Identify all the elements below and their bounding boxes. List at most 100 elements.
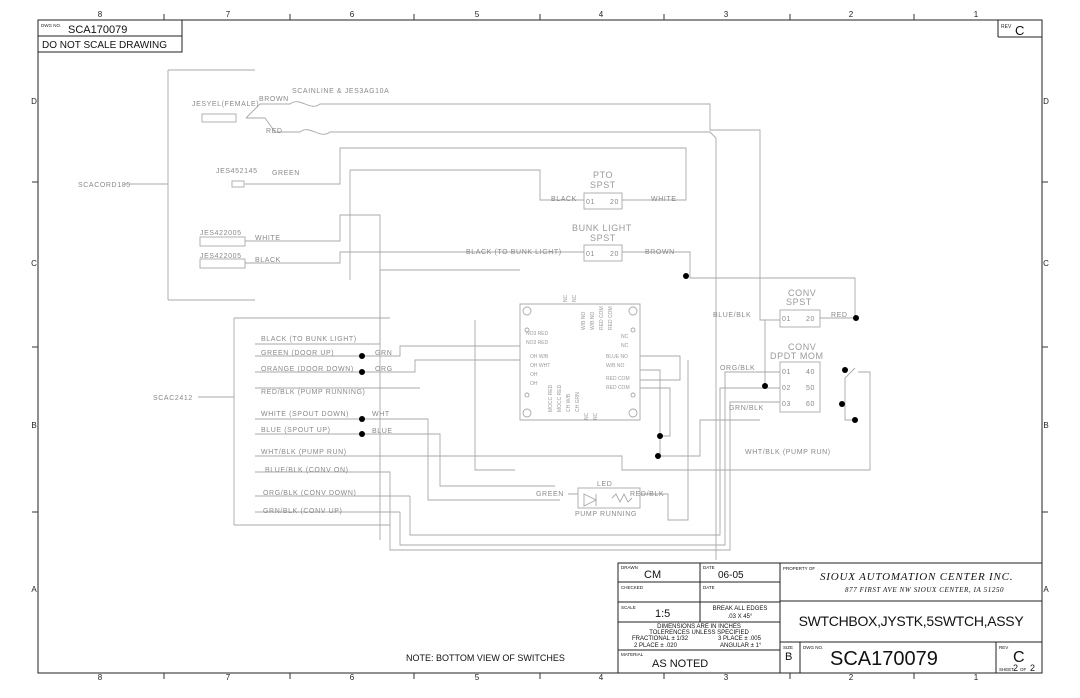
bunk-light-pin-2: 20 [610,251,619,258]
jes422-white-connector [199,236,246,247]
pto-type: SPST [590,180,616,190]
conv-dpdt-pin-40: 40 [806,369,815,376]
size-value: B [785,651,792,663]
col-top-8: 8 [98,10,103,19]
conv-spst-out: RED [831,312,848,319]
board-left-pin: OH [530,372,538,378]
conv-spst-in: BLUE/BLK [713,312,751,319]
rev-caption: REV [999,645,1008,650]
checked-caption: CHECKED [621,585,644,590]
wire-label: WHITE (SPOUT DOWN) [261,411,349,418]
board-top-pin: NC [563,294,569,302]
wire-label: RED/BLK (PUMP RUNNING) [261,389,365,396]
dims-line-1: DIMENSIONS ARE IN INCHES [657,624,741,630]
col-bottom-1: 1 [974,673,979,682]
wire-label: ORANGE (DOOR DOWN) [261,366,354,373]
board-left-pin: OH WHT [530,363,550,369]
conv-spst-type: SPST [786,297,812,307]
col-bottom-6: 6 [350,673,355,682]
col-bottom-5: 5 [475,673,480,682]
of-caption: OF [1020,667,1027,672]
drawing-title: SWTCHBOX,JYSTK,5SWTCH,ASSY [799,613,1025,629]
label-blue: BLUE [372,428,393,435]
bunk-light-in: BLACK (TO BUNK LIGHT) [466,249,562,256]
col-top-5: 5 [475,10,480,19]
junction-dots [359,273,859,459]
switch-boxes [583,192,821,413]
tol-2-place: 2 PLACE ± .020 [634,643,678,649]
jesyel-connector [201,113,237,123]
board-bottom-pin: NC [584,412,590,420]
col-top-2: 2 [849,10,854,19]
title-block [617,562,1043,674]
label-jes422-b: JES422005 [200,253,242,260]
board-right-pin: RED COM [606,385,630,391]
row-left-a: A [31,585,37,594]
scale-value: 1:5 [655,608,670,620]
col-bottom-7: 7 [226,673,231,682]
board-right-pin: W/B NO [606,363,624,369]
joystick-board [519,303,641,421]
row-left-c: C [31,259,37,268]
col-bottom-3: 3 [724,673,729,682]
row-right-d: D [1043,97,1049,106]
do-not-scale-note: DO NOT SCALE DRAWING [42,40,167,51]
label-brown-1: BROWN [259,96,289,103]
wiring-traces [167,69,871,560]
col-top-4: 4 [599,10,604,19]
col-bottom-2: 2 [849,673,854,682]
conv-spst-pin-1: 01 [782,316,791,323]
conv-dpdt-grn: GRN/BLK [729,405,764,412]
scale-caption: SCALE [621,605,636,610]
led-green: GREEN [536,491,564,498]
label-white-1: WHITE [255,235,281,242]
sheet-number: 2 [1013,663,1018,673]
board-left-pin: NO3 RED [526,340,549,346]
col-bottom-4: 4 [599,673,604,682]
pto-black: BLACK [551,196,577,203]
board-right-pin: RED COM [606,376,630,382]
label-jes452: JES452145 [216,168,258,175]
conv-dpdt-title: CONV [788,342,816,352]
corner-rev-caption: REV [1001,24,1012,30]
conv-dpdt-pin-03: 03 [782,401,791,408]
drawn-by: CM [644,569,661,581]
bunk-light-switch-box [583,244,623,262]
board-bottom-pin: MOCC RED [548,384,554,412]
label-wht: WHT [372,411,390,418]
conv-dpdt-org: ORG/BLK [720,365,755,372]
bunk-light-type: SPST [590,233,616,243]
conv-dpdt-pin-02: 02 [782,385,791,392]
size-caption: SIZE [783,645,793,650]
wire-label: WHT/BLK (PUMP RUN) [261,449,347,456]
label-black-1: BLACK [255,257,281,264]
property-caption: PROPERTY OF [783,566,815,571]
pto-switch-box [583,192,623,210]
board-top-pin: RED COM [599,306,605,330]
jes422-black-connector [199,258,246,269]
wire-label: BLACK (TO BUNK LIGHT) [261,336,357,343]
label-scacord: SCACORD185 [78,182,131,189]
tol-angular: ANGULAR ± 1° [720,643,762,649]
board-top-pin: W/B NO [590,312,596,330]
col-top-1: 1 [974,10,979,19]
wire-label: GREEN (DOOR UP) [261,350,334,357]
material-caption: MATERIAL [621,652,644,657]
board-left-pin: OH [530,381,538,387]
bunk-light-out: BROWN [645,249,675,256]
led-title: LED [597,481,612,488]
label-jes422-a: JES422005 [200,230,242,237]
pto-white: WHITE [651,196,677,203]
corner-dwg-box [37,19,1042,53]
board-bottom-pin: CH W/B [566,393,572,412]
bottom-view-note: NOTE: BOTTOM VIEW OF SWITCHES [406,653,565,663]
conv-spst-switch-box [779,309,821,328]
row-left-b: B [31,421,36,430]
wire-label: BLUE (SPOUT UP) [261,427,331,434]
company-name: SIOUX AUTOMATION CENTER INC. [820,571,1013,583]
conv-dpdt-pin-50: 50 [806,385,815,392]
led-redblk: RED/BLK [630,491,664,498]
pto-pin-1: 01 [586,199,595,206]
board-bottom-pin: NC [593,412,599,420]
harness-wire-labels: BLACK (TO BUNK LIGHT) GREEN (DOOR UP) OR… [261,336,365,515]
